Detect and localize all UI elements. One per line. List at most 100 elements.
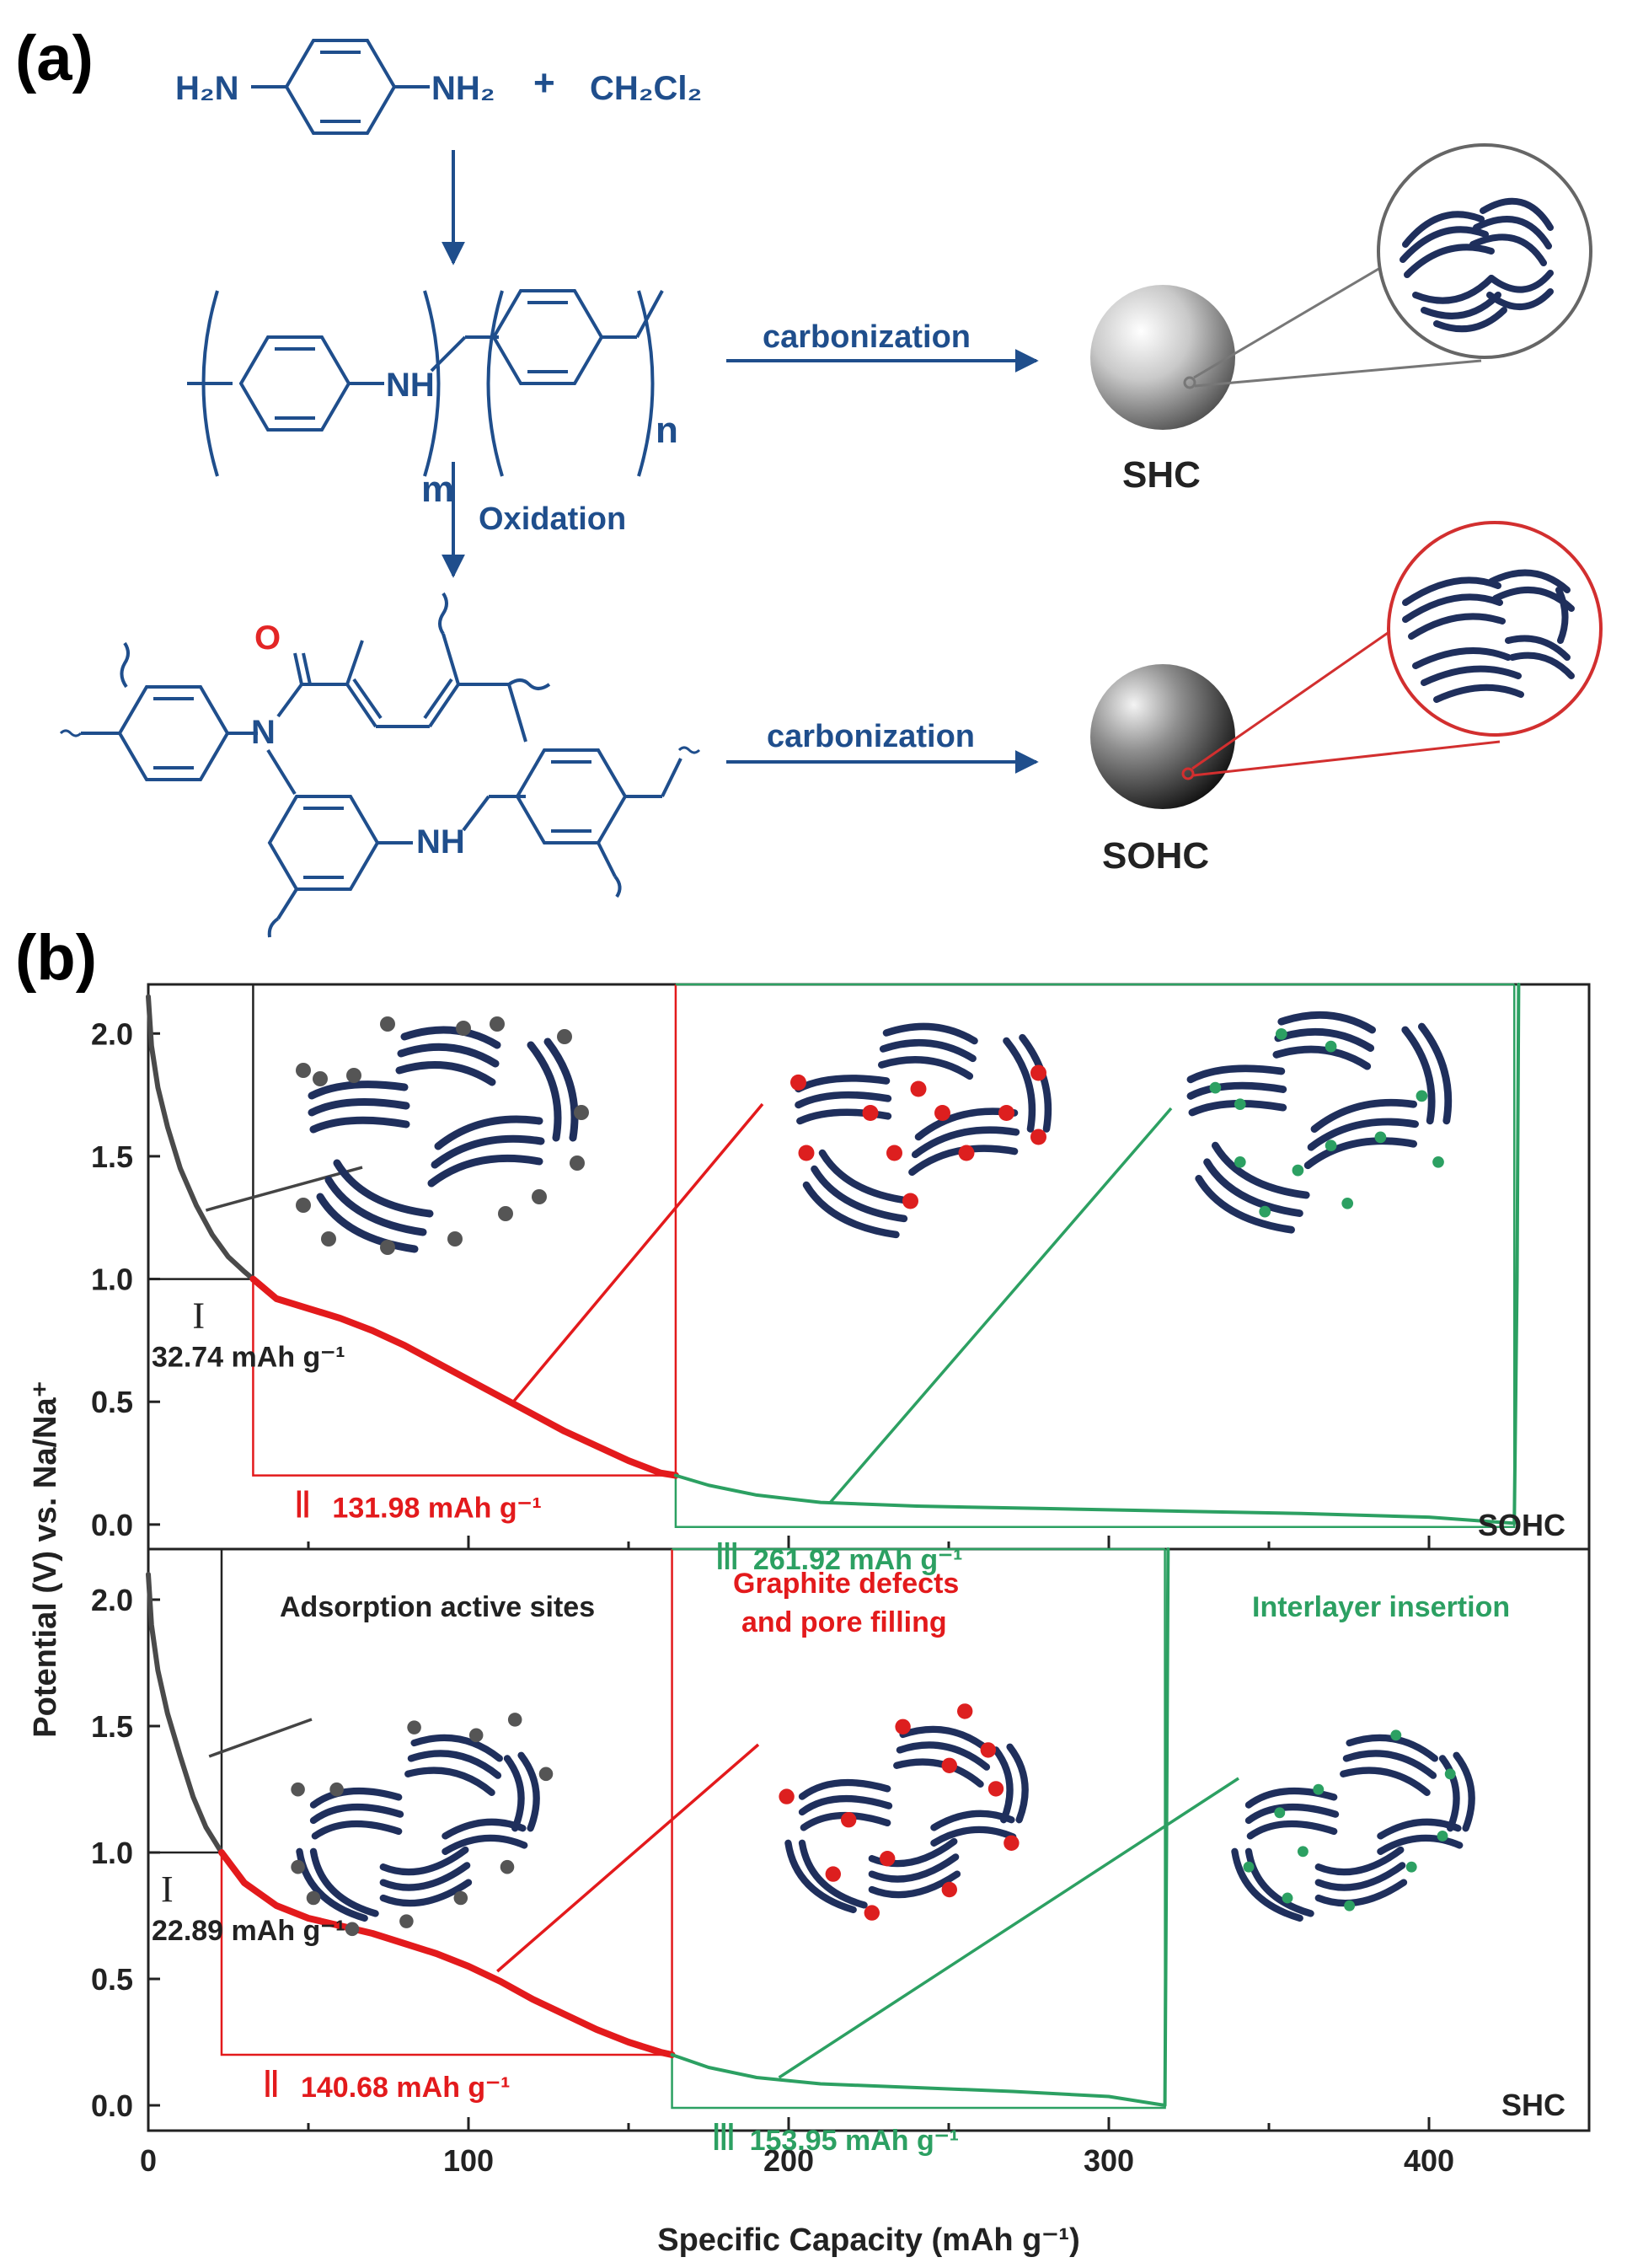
sohc-ads-na-1 — [313, 1071, 328, 1086]
sohc-scheme-interlayer-layer-13 — [1417, 1022, 1453, 1125]
benzene-ring-6 — [515, 748, 628, 844]
x-axis-label: Specific Capacity (mAh g⁻¹) — [657, 2222, 1079, 2258]
benzene-ring-2 — [238, 335, 351, 432]
sohc-scheme-interlayer-layer-3 — [1277, 1011, 1377, 1034]
sohc-ads-na-0 — [296, 1063, 311, 1078]
sohc-scheme-interlayer-layer-5 — [1272, 1045, 1372, 1070]
shc-scheme-adsorption-layer-11 — [379, 1862, 471, 1891]
benzene-ring-3 — [491, 289, 604, 385]
sohc-curve-region-III — [673, 983, 1521, 1525]
sohc-scheme-interlayer-layer-7 — [1203, 1158, 1303, 1217]
sohc-int-na-2 — [1275, 1028, 1287, 1040]
sohc-def-na-3 — [934, 1105, 950, 1121]
sohc-panel-tag: SOHC — [1478, 1508, 1565, 1542]
shc-int-na-6 — [1344, 1900, 1356, 1911]
sohc-scheme-adsorption-layer-0 — [308, 1080, 409, 1100]
sohc-scheme-defects-layer-11 — [908, 1145, 1019, 1177]
sohc-scheme-defects-layer-0 — [795, 1075, 891, 1093]
nh2-right-label: NH₂ — [431, 70, 495, 107]
sohc-scheme-defects-layer-4 — [879, 1038, 977, 1063]
sohc-region-II-bracket — [252, 984, 677, 1477]
defects-heading-line2: and pore filling — [741, 1606, 947, 1638]
sohc-ads-na-9 — [296, 1198, 311, 1213]
sohc-region-III-bracket — [674, 984, 1516, 1529]
shc-scheme-interlayer-layer-12 — [1314, 1846, 1405, 1876]
sohc-scheme-interlayer-layer-9 — [1310, 1098, 1418, 1134]
shc-region-II-numeral: Ⅱ — [262, 2064, 281, 2105]
shc-int-na-1 — [1444, 1768, 1456, 1780]
shc-scheme-interlayer-layer-5 — [1244, 1787, 1338, 1809]
sohc-int-na-0 — [1209, 1081, 1222, 1094]
shc-int-na-2 — [1274, 1807, 1286, 1819]
sohc-scheme-interlayer — [1186, 1011, 1453, 1234]
sohc-scheme-defects-layer-7 — [811, 1165, 908, 1223]
sohc-ads-na-2 — [346, 1068, 361, 1083]
sohc-lens-graphene — [1402, 569, 1575, 703]
shc-scheme-adsorption-layer-8 — [309, 1847, 379, 1917]
shc-def-na-10 — [941, 1881, 957, 1898]
shc-scheme-adsorption-layer-3 — [503, 1755, 525, 1832]
sohc-scheme-interlayer-layer-10 — [1307, 1118, 1419, 1151]
sohc-ytick-label-1: 0.5 — [91, 1385, 133, 1419]
shc-ads-na-8 — [345, 1922, 360, 1937]
shc-ads-na-2 — [507, 1713, 522, 1727]
nitrogen-label: N — [251, 714, 276, 751]
sohc-scheme-defects-layer-1 — [795, 1091, 892, 1109]
shc-scheme-adsorption-layer-6 — [309, 1803, 404, 1825]
sohc-region-I-capacity: 32.74 mAh g⁻¹ — [152, 1342, 345, 1374]
sohc-scheme-adsorption-layer-5 — [395, 1061, 496, 1086]
polymer-structure: NH m n — [187, 289, 678, 510]
shc-scheme-interlayer-layer-3 — [1438, 1755, 1460, 1832]
shc-scheme-interlayer-layer-6 — [1244, 1803, 1340, 1825]
sohc-region-III-capacity: 261.92 mAh g⁻¹ — [753, 1544, 962, 1576]
shc-scheme-adsorption-layer-0 — [410, 1734, 503, 1762]
shc-def-na-6 — [841, 1812, 857, 1828]
sohc-curve-region-I — [146, 994, 256, 1282]
sohc-scheme-adsorption-layer-6 — [333, 1159, 434, 1218]
shc-ytick-label-1: 0.5 — [91, 1962, 133, 1997]
benzene-ring-5 — [267, 795, 380, 891]
shc-int-na-9 — [1282, 1892, 1293, 1904]
shc-ads-na-3 — [538, 1767, 554, 1782]
shc-scheme-interlayer-layer-13 — [1377, 1818, 1462, 1840]
shc-ads-na-6 — [291, 1859, 305, 1874]
shc-scheme-adsorption-layer-4 — [517, 1751, 540, 1832]
h2n-left-label: H₂N — [175, 70, 239, 107]
sohc-ads-na-4 — [456, 1021, 471, 1036]
shc-def-na-1 — [957, 1703, 973, 1719]
shc-ytick-label-3: 1.5 — [91, 1709, 133, 1744]
sohc-ads-na-8 — [570, 1155, 585, 1171]
reactant-2-label: CH₂Cl₂ — [590, 70, 702, 107]
sohc-scheme-adsorption-layer-13 — [543, 1037, 579, 1142]
panel-a: (a) H₂N NH₂ + CH₂Cl₂ NH m — [15, 23, 1603, 938]
sohc-ads-na-11 — [380, 1240, 395, 1255]
shc-scheme-adsorption-layer-10 — [379, 1879, 473, 1907]
y-axis-label: Potential (V) vs. Na/Na⁺ — [28, 1381, 63, 1737]
shc-scheme-interlayer-layer-14 — [1377, 1834, 1464, 1855]
carbonization-bottom-label: carbonization — [767, 719, 975, 754]
plus-sign: + — [533, 62, 555, 104]
callout-lines — [205, 1102, 1239, 2079]
sohc-def-na-1 — [862, 1105, 879, 1121]
sohc-def-na-5 — [958, 1145, 975, 1161]
sohc-scheme-adsorption-layer-8 — [316, 1193, 419, 1253]
shc-scheme-adsorption-layer-5 — [309, 1787, 403, 1809]
sohc-scheme-adsorption — [296, 1016, 589, 1255]
discharge-curves — [146, 983, 1521, 2107]
sohc-ads-na-7 — [574, 1105, 589, 1120]
benzene-ring-4 — [117, 685, 230, 781]
shc-scheme-defects-layer-3 — [992, 1746, 1014, 1824]
sohc-ads-na-10 — [321, 1231, 336, 1247]
shc-scheme-defects-layer-6 — [798, 1794, 893, 1816]
shc-scheme-defects-layer-14 — [930, 1826, 1017, 1847]
shc-panel-tag: SHC — [1501, 2088, 1565, 2122]
shc-region-I-numeral: I — [161, 1869, 174, 1910]
shc-scheme-defects-layer-0 — [899, 1725, 992, 1754]
sohc-scheme-adsorption-layer-3 — [400, 1026, 501, 1049]
panel-b-label: (b) — [15, 922, 97, 994]
shc-def-na-8 — [825, 1866, 841, 1882]
sohc-scheme-adsorption-layer-1 — [308, 1098, 410, 1117]
shc-scheme-interlayer — [1231, 1729, 1475, 1922]
shc-region-I-capacity: 22.89 mAh g⁻¹ — [152, 1915, 345, 1947]
